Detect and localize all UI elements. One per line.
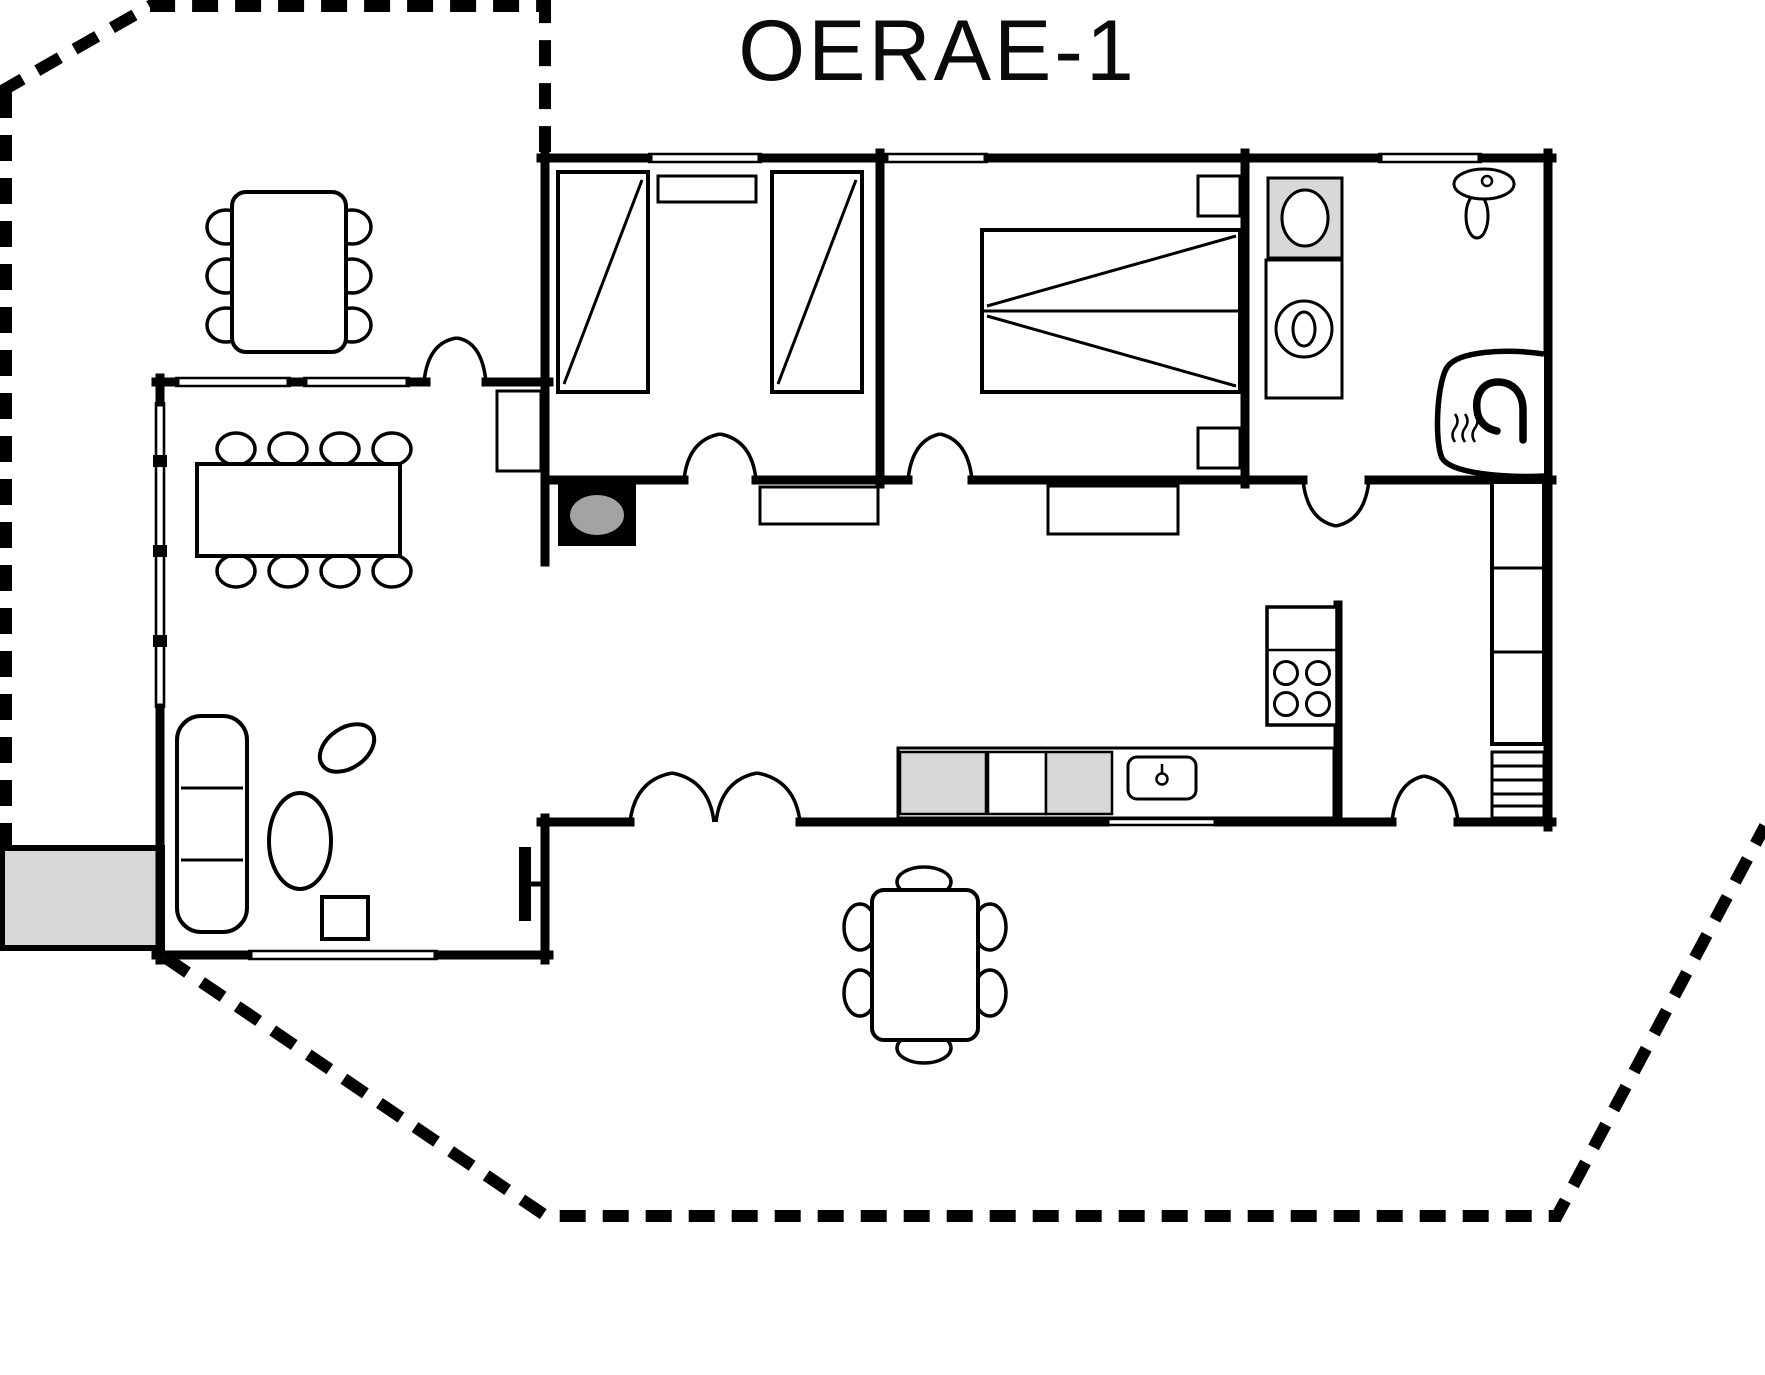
ottoman — [317, 722, 377, 774]
hob-burner — [1273, 660, 1299, 686]
nightstand — [1196, 174, 1242, 218]
double-door-swing-patio — [628, 771, 802, 823]
sofa — [175, 714, 249, 934]
washbasin-tap — [1480, 174, 1494, 188]
outdoor-dining-table — [230, 190, 348, 354]
dining-table — [195, 462, 402, 558]
chair — [267, 553, 309, 589]
entrance-step — [0, 845, 165, 951]
washbasin-pedestal — [1464, 192, 1490, 240]
wood-stove-top — [570, 495, 624, 535]
hob-burner — [1305, 691, 1331, 717]
deck-furniture — [205, 190, 373, 354]
bed-cover-line — [562, 179, 644, 385]
chair — [371, 431, 413, 467]
chair — [215, 431, 257, 467]
property-boundary — [0, 0, 1765, 1222]
door-swing-bedroom-2 — [906, 432, 974, 481]
tv — [519, 847, 531, 921]
chair — [319, 553, 361, 589]
hob-burner — [1305, 660, 1331, 686]
door-swing-bedroom-1 — [682, 432, 758, 481]
hall-mat — [758, 485, 880, 526]
refrigerator-shelf-lines — [1492, 566, 1544, 654]
hall-table — [1046, 484, 1180, 536]
door-swing-deck — [422, 336, 488, 383]
chair — [371, 553, 413, 589]
washing-machine-drum — [1291, 310, 1317, 348]
bedroom-1-furniture — [556, 170, 864, 394]
patio-furniture — [842, 865, 1008, 1065]
boundary-bottom — [162, 823, 1765, 1222]
bed-cover-lines — [982, 234, 1240, 388]
chair — [319, 431, 361, 467]
walls — [151, 148, 1557, 965]
nightstand — [1196, 426, 1242, 470]
kitchen-cabinet — [898, 750, 988, 816]
hall-furniture — [558, 484, 1180, 546]
door-swings — [422, 336, 1460, 823]
kitchen-cabinet — [986, 750, 1048, 816]
nightstand — [656, 174, 758, 204]
chair — [215, 553, 257, 589]
boundary-top-left — [0, 0, 551, 152]
window-mullion — [153, 545, 167, 557]
washing-machine-door — [1274, 299, 1334, 359]
refrigerator — [1490, 480, 1546, 746]
window-mullion — [153, 635, 167, 647]
door-swing-east — [1390, 774, 1460, 823]
heater — [1490, 750, 1546, 820]
chair — [267, 431, 309, 467]
bedroom-2-furniture — [980, 174, 1242, 470]
heater-fins — [1492, 764, 1544, 808]
sofa-cushion-lines — [181, 786, 243, 862]
window-mullion — [153, 455, 167, 467]
washing-machine — [1264, 258, 1344, 400]
patio-table — [870, 888, 980, 1042]
coffee-table — [267, 791, 333, 891]
side-table — [320, 895, 370, 941]
kitchen-cabinet — [1044, 750, 1114, 816]
shower-mixer-handle — [1473, 378, 1527, 444]
shower-water-squiggles — [1451, 413, 1479, 443]
sink-tap — [1155, 772, 1169, 786]
hob-burner — [1273, 691, 1299, 717]
bed-cover-line — [776, 179, 858, 385]
toilet-bowl — [1280, 188, 1330, 248]
shower-tray — [1434, 348, 1545, 480]
kitchen-fixtures — [896, 480, 1546, 820]
bathroom-fixtures — [1264, 167, 1545, 480]
door-swing-bathroom — [1301, 479, 1371, 528]
plan-title: OERAE-1 — [738, 3, 1137, 99]
cabinet — [495, 389, 543, 473]
living-room-furniture — [175, 389, 543, 941]
